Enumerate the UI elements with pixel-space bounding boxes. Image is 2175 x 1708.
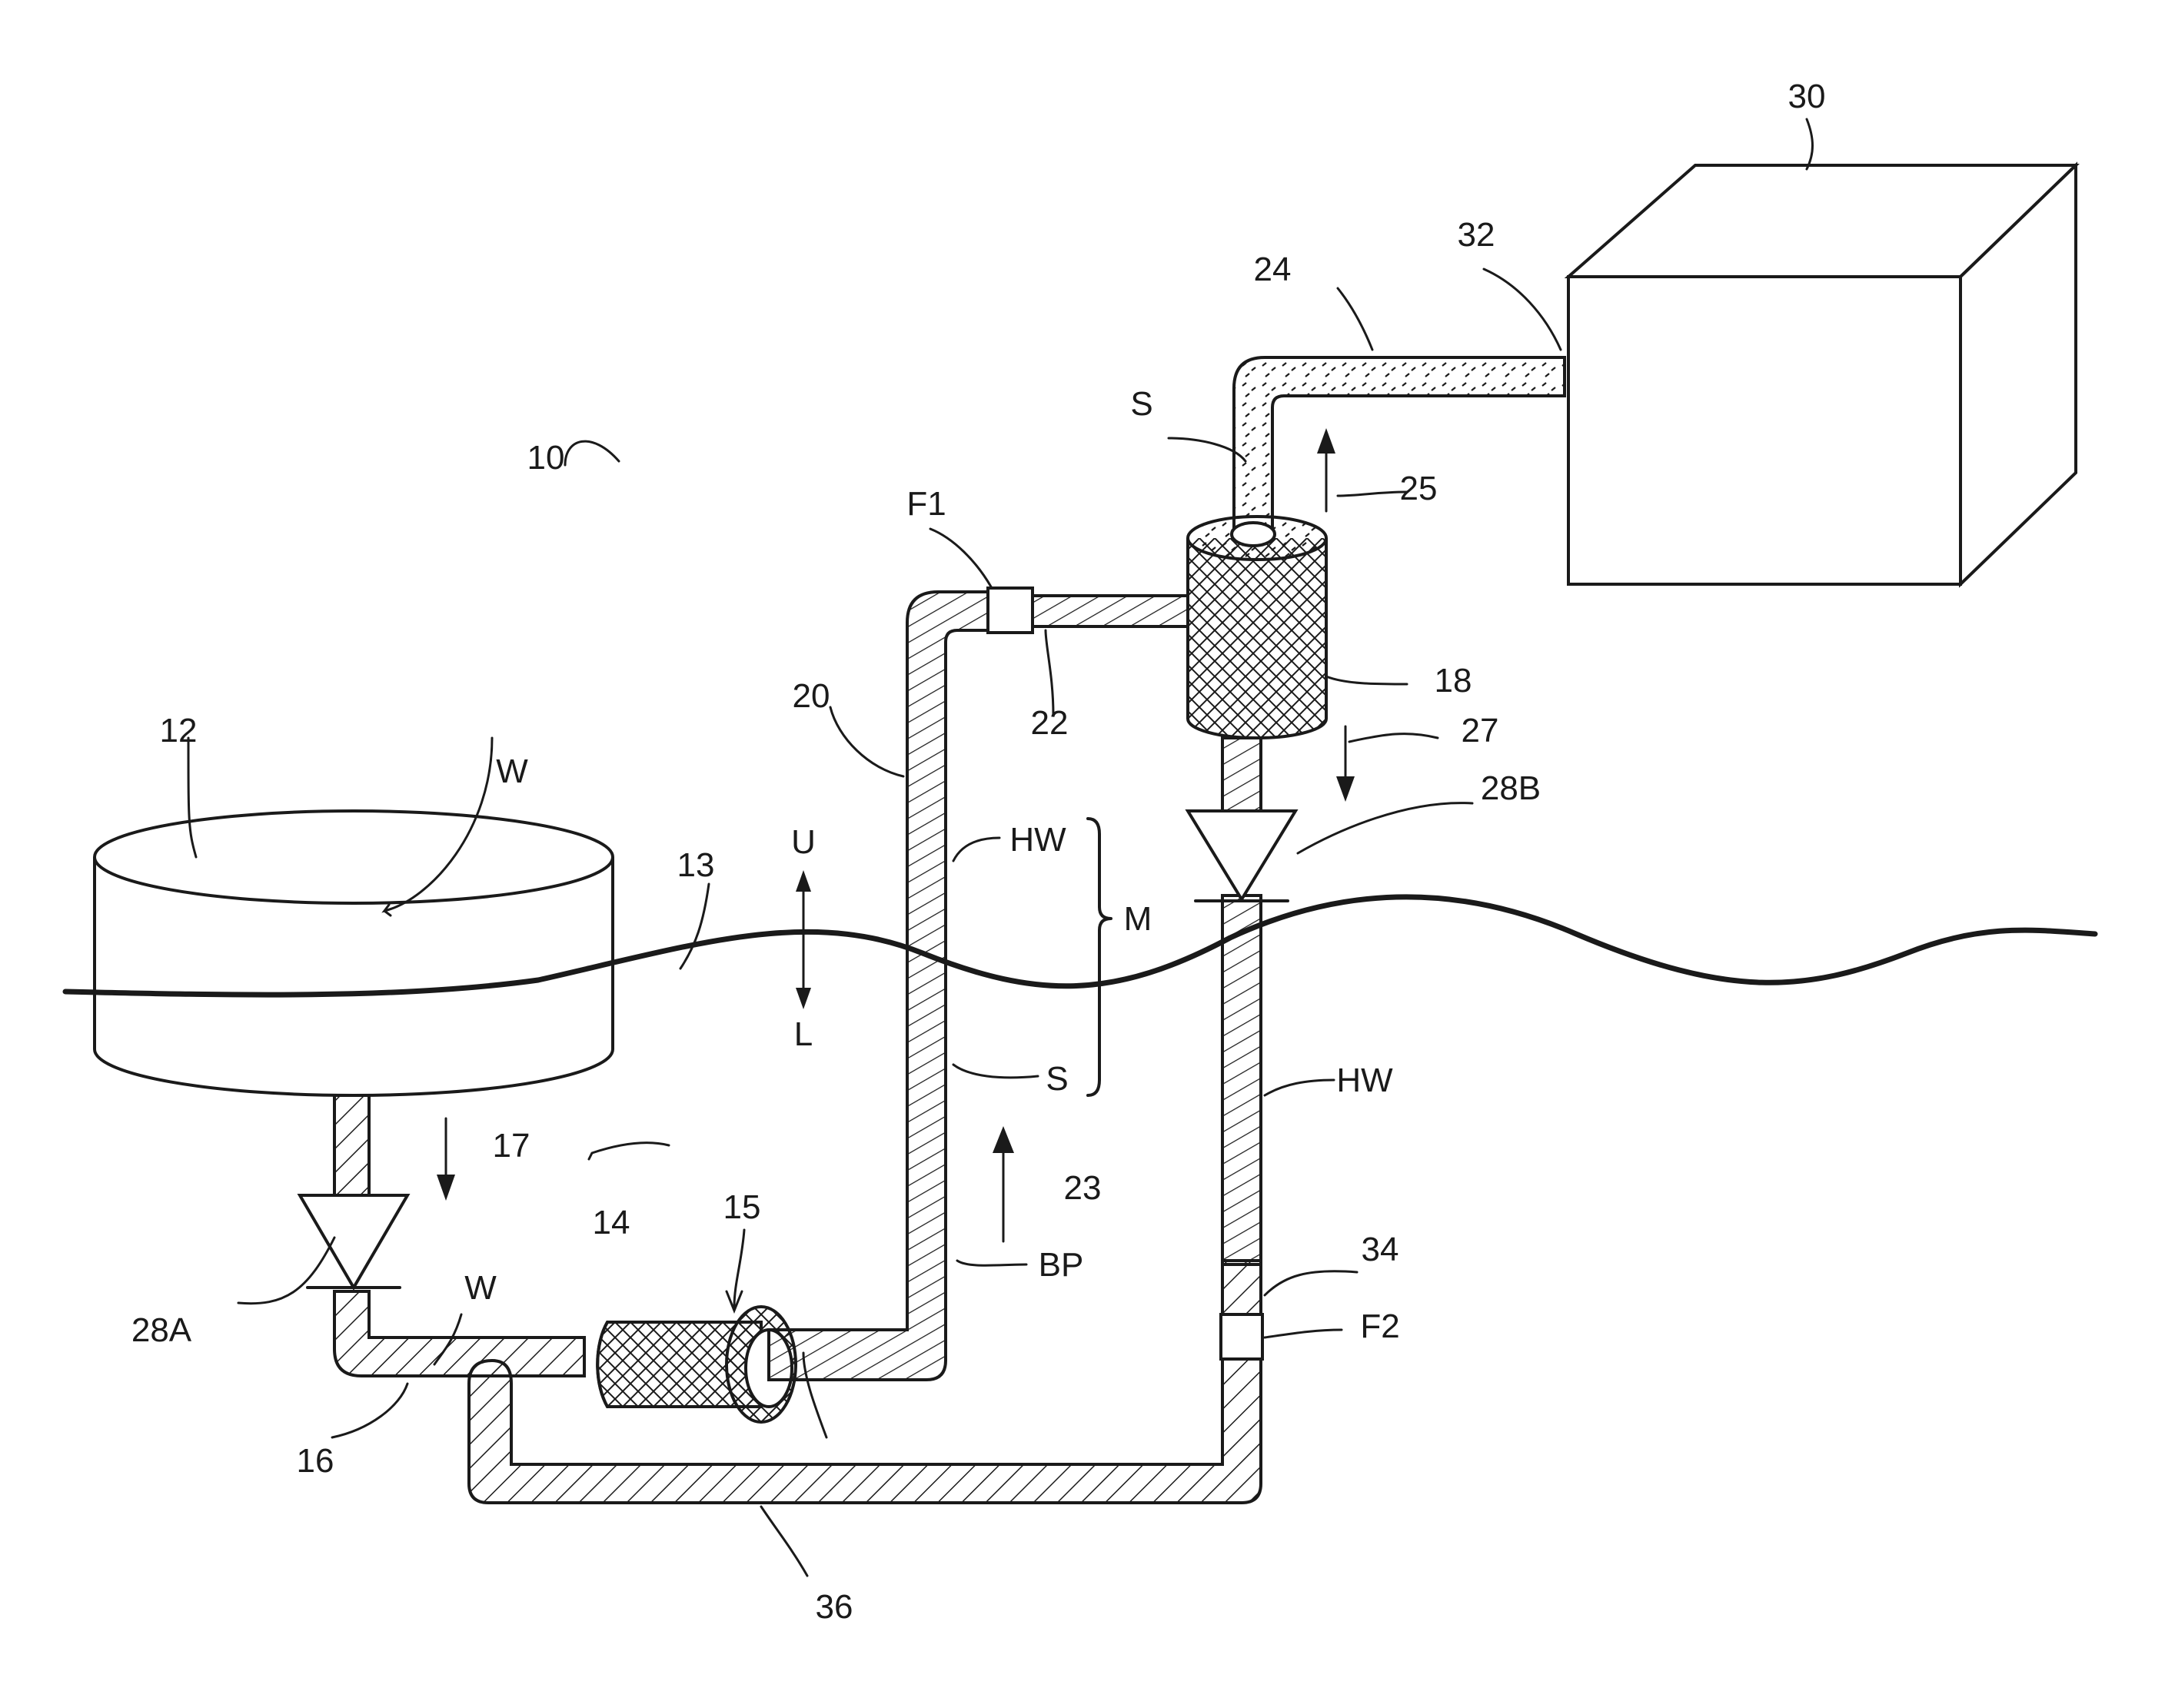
label-return-line: 34 [1362, 1231, 1399, 1268]
bracket-m [1088, 819, 1111, 1095]
label-steam-riser: S [1046, 1060, 1068, 1098]
steam-line-mouth [1232, 523, 1275, 546]
cross-line [1030, 596, 1188, 626]
meter-f2 [1221, 1314, 1262, 1359]
label-inlet-line: 16 [297, 1442, 334, 1480]
label-hot-water-return: HW [1336, 1062, 1393, 1099]
label-bypass: 36 [816, 1588, 853, 1626]
bypass-line [469, 1261, 1261, 1503]
label-meter-f1: F1 [906, 485, 946, 523]
return-line [1222, 896, 1261, 1264]
flow-arrow-27 [1336, 726, 1355, 802]
flow-arrow-23 [993, 1126, 1014, 1241]
label-pump: 14 [593, 1204, 630, 1241]
label-water-tank: W [496, 753, 528, 790]
label-valve-b: 28B [1481, 769, 1541, 807]
label-pump-inlet: 15 [723, 1188, 761, 1226]
label-tank: 12 [160, 712, 198, 749]
valve-28a [300, 1195, 407, 1288]
label-flow-steam: 25 [1400, 470, 1438, 507]
label-lower: L [794, 1015, 813, 1053]
label-flow-tank: 17 [493, 1127, 530, 1165]
label-flow-down: 27 [1462, 712, 1499, 749]
label-load: 30 [1788, 78, 1826, 115]
label-valve-a: 28A [131, 1311, 192, 1349]
label-meter-f2: F2 [1360, 1308, 1399, 1345]
label-steam-top: S [1130, 385, 1152, 423]
label-flow-up: 23 [1064, 1169, 1102, 1207]
load-box [1568, 165, 2076, 584]
flow-arrow-17 [437, 1118, 455, 1201]
valve-28b [1188, 811, 1295, 901]
label-load-inlet: 32 [1458, 216, 1495, 254]
label-cross-line: 22 [1031, 704, 1069, 742]
label-range-m: M [1124, 900, 1152, 938]
label-riser: 20 [793, 677, 830, 715]
steam-line [1234, 357, 1565, 538]
label-steam-line: 24 [1254, 251, 1292, 288]
label-bypass-tag: BP [1039, 1246, 1084, 1284]
label-hot-water-riser: HW [1009, 821, 1066, 859]
flow-arrow-25 [1317, 428, 1335, 511]
label-system: 10 [527, 439, 565, 477]
separator [1188, 517, 1326, 811]
tank [95, 811, 613, 1095]
inlet-line [334, 1095, 369, 1195]
direction-arrow-ul [796, 870, 811, 1009]
label-water-inlet: W [464, 1269, 497, 1307]
meter-f1 [988, 588, 1033, 633]
label-upper: U [791, 823, 816, 861]
label-water-level: 13 [677, 846, 715, 884]
inlet-horizontal-line [334, 1291, 584, 1376]
label-separator: 18 [1435, 662, 1472, 699]
pump [597, 1307, 796, 1422]
